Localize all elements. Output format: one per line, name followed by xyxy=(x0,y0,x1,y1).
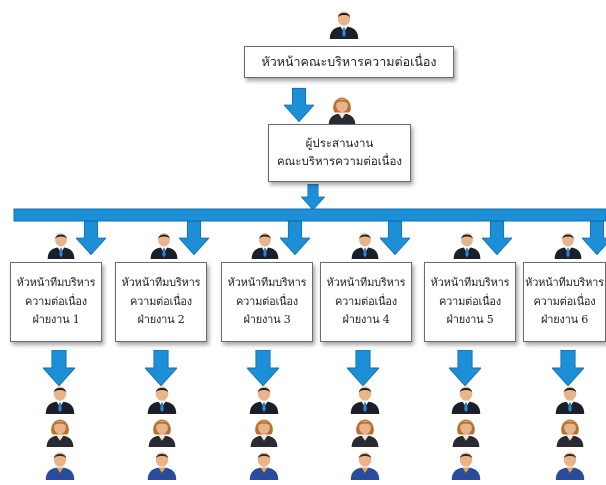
team-5-line1: หัวหน้าทีมบริหาร xyxy=(430,275,510,289)
team-4-member-businessman-icon xyxy=(350,386,380,414)
team-3-down-arrow-icon xyxy=(280,220,310,256)
team-6-line1: หัวหน้าทีมบริหาร xyxy=(525,275,604,289)
team-leader-box-4: หัวหน้าทีมบริหารความต่อเนื่องฝ่ายงาน 4 xyxy=(320,262,412,342)
team-5-lower-down-arrow-icon xyxy=(449,350,481,386)
team-5-down-arrow-icon xyxy=(482,220,512,256)
team-1-lower-down-arrow-icon xyxy=(43,350,75,386)
team-2-line3: ฝ่ายงาน 2 xyxy=(137,313,185,327)
team-1-line3: ฝ่ายงาน 1 xyxy=(32,313,80,327)
team-1-leader-businessman-icon xyxy=(47,233,75,259)
team-3-member-businesswoman-icon xyxy=(250,419,278,447)
team-3-leader-businessman-icon xyxy=(251,233,279,259)
team-2-down-arrow-icon xyxy=(179,220,209,256)
team-4-down-arrow-icon xyxy=(380,220,410,256)
team-leader-box-2: หัวหน้าทีมบริหารความต่อเนื่องฝ่ายงาน 2 xyxy=(115,262,207,342)
down-arrow-icon xyxy=(284,87,314,123)
team-4-member-staff-icon xyxy=(350,452,380,480)
distribution-bar xyxy=(13,208,606,222)
team-4-leader-businessman-icon xyxy=(351,233,379,259)
team-2-member-businesswoman-icon xyxy=(148,419,176,447)
team-2-line2: ความต่อเนื่อง xyxy=(130,294,192,308)
team-2-member-businessman-icon xyxy=(147,386,177,414)
team-1-line2: ความต่อเนื่อง xyxy=(25,294,87,308)
team-2-member-staff-icon xyxy=(147,452,177,480)
down-arrow-icon xyxy=(300,184,326,210)
team-columns xyxy=(43,220,606,480)
team-leader-box-3: หัวหน้าทีมบริหารความต่อเนื่องฝ่ายงาน 3 xyxy=(221,262,313,342)
team-4-line1: หัวหน้าทีมบริหาร xyxy=(326,275,406,289)
team-3-line1: หัวหน้าทีมบริหาร xyxy=(227,275,307,289)
team-6-line3: ฝ่ายงาน 6 xyxy=(540,313,589,327)
team-3-member-businessman-icon xyxy=(249,386,279,414)
team-3-member-staff-icon xyxy=(249,452,279,480)
team-2-line1: หัวหน้าทีมบริหาร xyxy=(121,275,201,289)
team-6-member-businesswoman-icon xyxy=(556,419,584,447)
coordinator-line2: คณะบริหารความต่อเนื่อง xyxy=(276,154,403,168)
team-1-line1: หัวหน้าทีมบริหาร xyxy=(16,275,96,289)
team-4-line3: ฝ่ายงาน 4 xyxy=(342,313,390,327)
team-3-line3: ฝ่ายงาน 3 xyxy=(243,313,291,327)
team-1-member-staff-icon xyxy=(45,452,75,480)
team-1-member-businessman-icon xyxy=(45,386,75,414)
team-5-member-staff-icon xyxy=(451,452,481,480)
team-6-member-businessman-icon xyxy=(555,386,585,414)
team-3-line2: ความต่อเนื่อง xyxy=(236,294,298,308)
team-leader-box-1: หัวหน้าทีมบริหารความต่อเนื่องฝ่ายงาน 1 xyxy=(10,262,102,342)
team-1-down-arrow-icon xyxy=(76,220,106,256)
top-leader-box: หัวหน้าคณะบริหารความต่อเนื่อง xyxy=(244,46,454,78)
team-6-down-arrow-icon xyxy=(582,220,606,256)
team-4-lower-down-arrow-icon xyxy=(347,350,379,386)
top-leader-businessman-icon xyxy=(329,11,359,39)
team-5-leader-businessman-icon xyxy=(453,233,481,259)
team-4-line2: ความต่อเนื่อง xyxy=(335,294,397,308)
team-5-line2: ความต่อเนื่อง xyxy=(439,294,501,308)
team-6-line2: ความต่อเนื่อง xyxy=(533,294,596,308)
team-5-member-businessman-icon xyxy=(451,386,481,414)
team-6-member-staff-icon xyxy=(555,452,585,480)
team-5-member-businesswoman-icon xyxy=(452,419,480,447)
team-6-lower-down-arrow-icon xyxy=(552,350,584,386)
top-leader-title: หัวหน้าคณะบริหารความต่อเนื่อง xyxy=(261,54,437,70)
coordinator-box: ผู้ประสานงาน คณะบริหารความต่อเนื่อง xyxy=(268,124,411,182)
team-5-line3: ฝ่ายงาน 5 xyxy=(446,313,494,327)
coordinator-businesswoman-icon xyxy=(328,97,356,125)
coordinator-line1: ผู้ประสานงาน xyxy=(305,136,374,151)
team-2-lower-down-arrow-icon xyxy=(145,350,177,386)
team-1-member-businesswoman-icon xyxy=(46,419,74,447)
team-4-member-businesswoman-icon xyxy=(351,419,379,447)
team-2-leader-businessman-icon xyxy=(150,233,178,259)
team-leader-box-6: หัวหน้าทีมบริหารความต่อเนื่องฝ่ายงาน 6 xyxy=(523,262,606,342)
team-3-lower-down-arrow-icon xyxy=(247,350,279,386)
team-6-leader-businessman-icon xyxy=(554,233,582,259)
team-leader-box-5: หัวหน้าทีมบริหารความต่อเนื่องฝ่ายงาน 5 xyxy=(424,262,516,342)
